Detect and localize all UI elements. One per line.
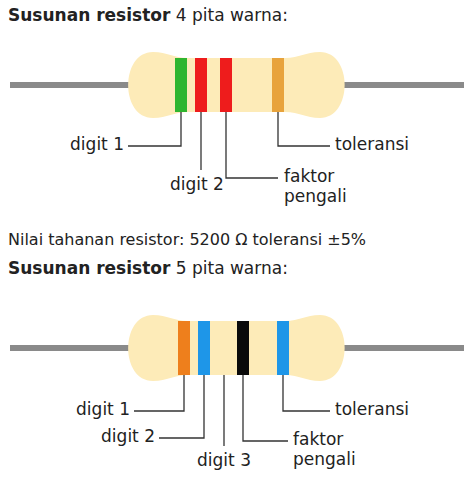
color-band <box>178 321 190 375</box>
resistance-value: Nilai tahanan resistor: 5200 Ω toleransi… <box>8 230 366 249</box>
leader-line <box>159 375 204 438</box>
color-band <box>220 58 232 112</box>
band-label: faktor pengali <box>293 429 373 470</box>
leader-line <box>226 112 278 178</box>
band-label: digit 1 <box>76 399 130 419</box>
color-band <box>175 58 187 112</box>
color-band <box>198 321 210 375</box>
leader-line <box>200 112 201 170</box>
resistor-body <box>128 52 345 118</box>
color-band <box>195 58 207 112</box>
leader-line <box>278 112 330 146</box>
leader-line <box>243 375 288 441</box>
section-heading: Susunan resistor 4 pita warna: <box>8 5 288 25</box>
color-band <box>272 58 284 112</box>
leader-line <box>134 375 184 411</box>
heading-text: 5 pita warna: <box>176 258 288 278</box>
band-label: digit 1 <box>70 134 124 154</box>
band-label: digit 2 <box>170 174 224 194</box>
band-label: digit 2 <box>101 426 155 446</box>
color-band <box>277 321 289 375</box>
heading-bold: Susunan resistor <box>8 258 170 278</box>
leader-line <box>223 375 224 446</box>
heading-bold: Susunan resistor <box>8 5 170 25</box>
band-label: toleransi <box>335 134 409 154</box>
resistor-body <box>128 315 345 381</box>
band-label: digit 3 <box>197 450 251 470</box>
leader-line <box>283 375 330 411</box>
section-heading: Susunan resistor 5 pita warna: <box>8 258 288 278</box>
color-band <box>237 321 249 375</box>
leader-line <box>128 112 181 146</box>
band-label: toleransi <box>335 399 409 419</box>
heading-text: 4 pita warna: <box>176 5 288 25</box>
band-label: faktor pengali <box>284 166 364 207</box>
